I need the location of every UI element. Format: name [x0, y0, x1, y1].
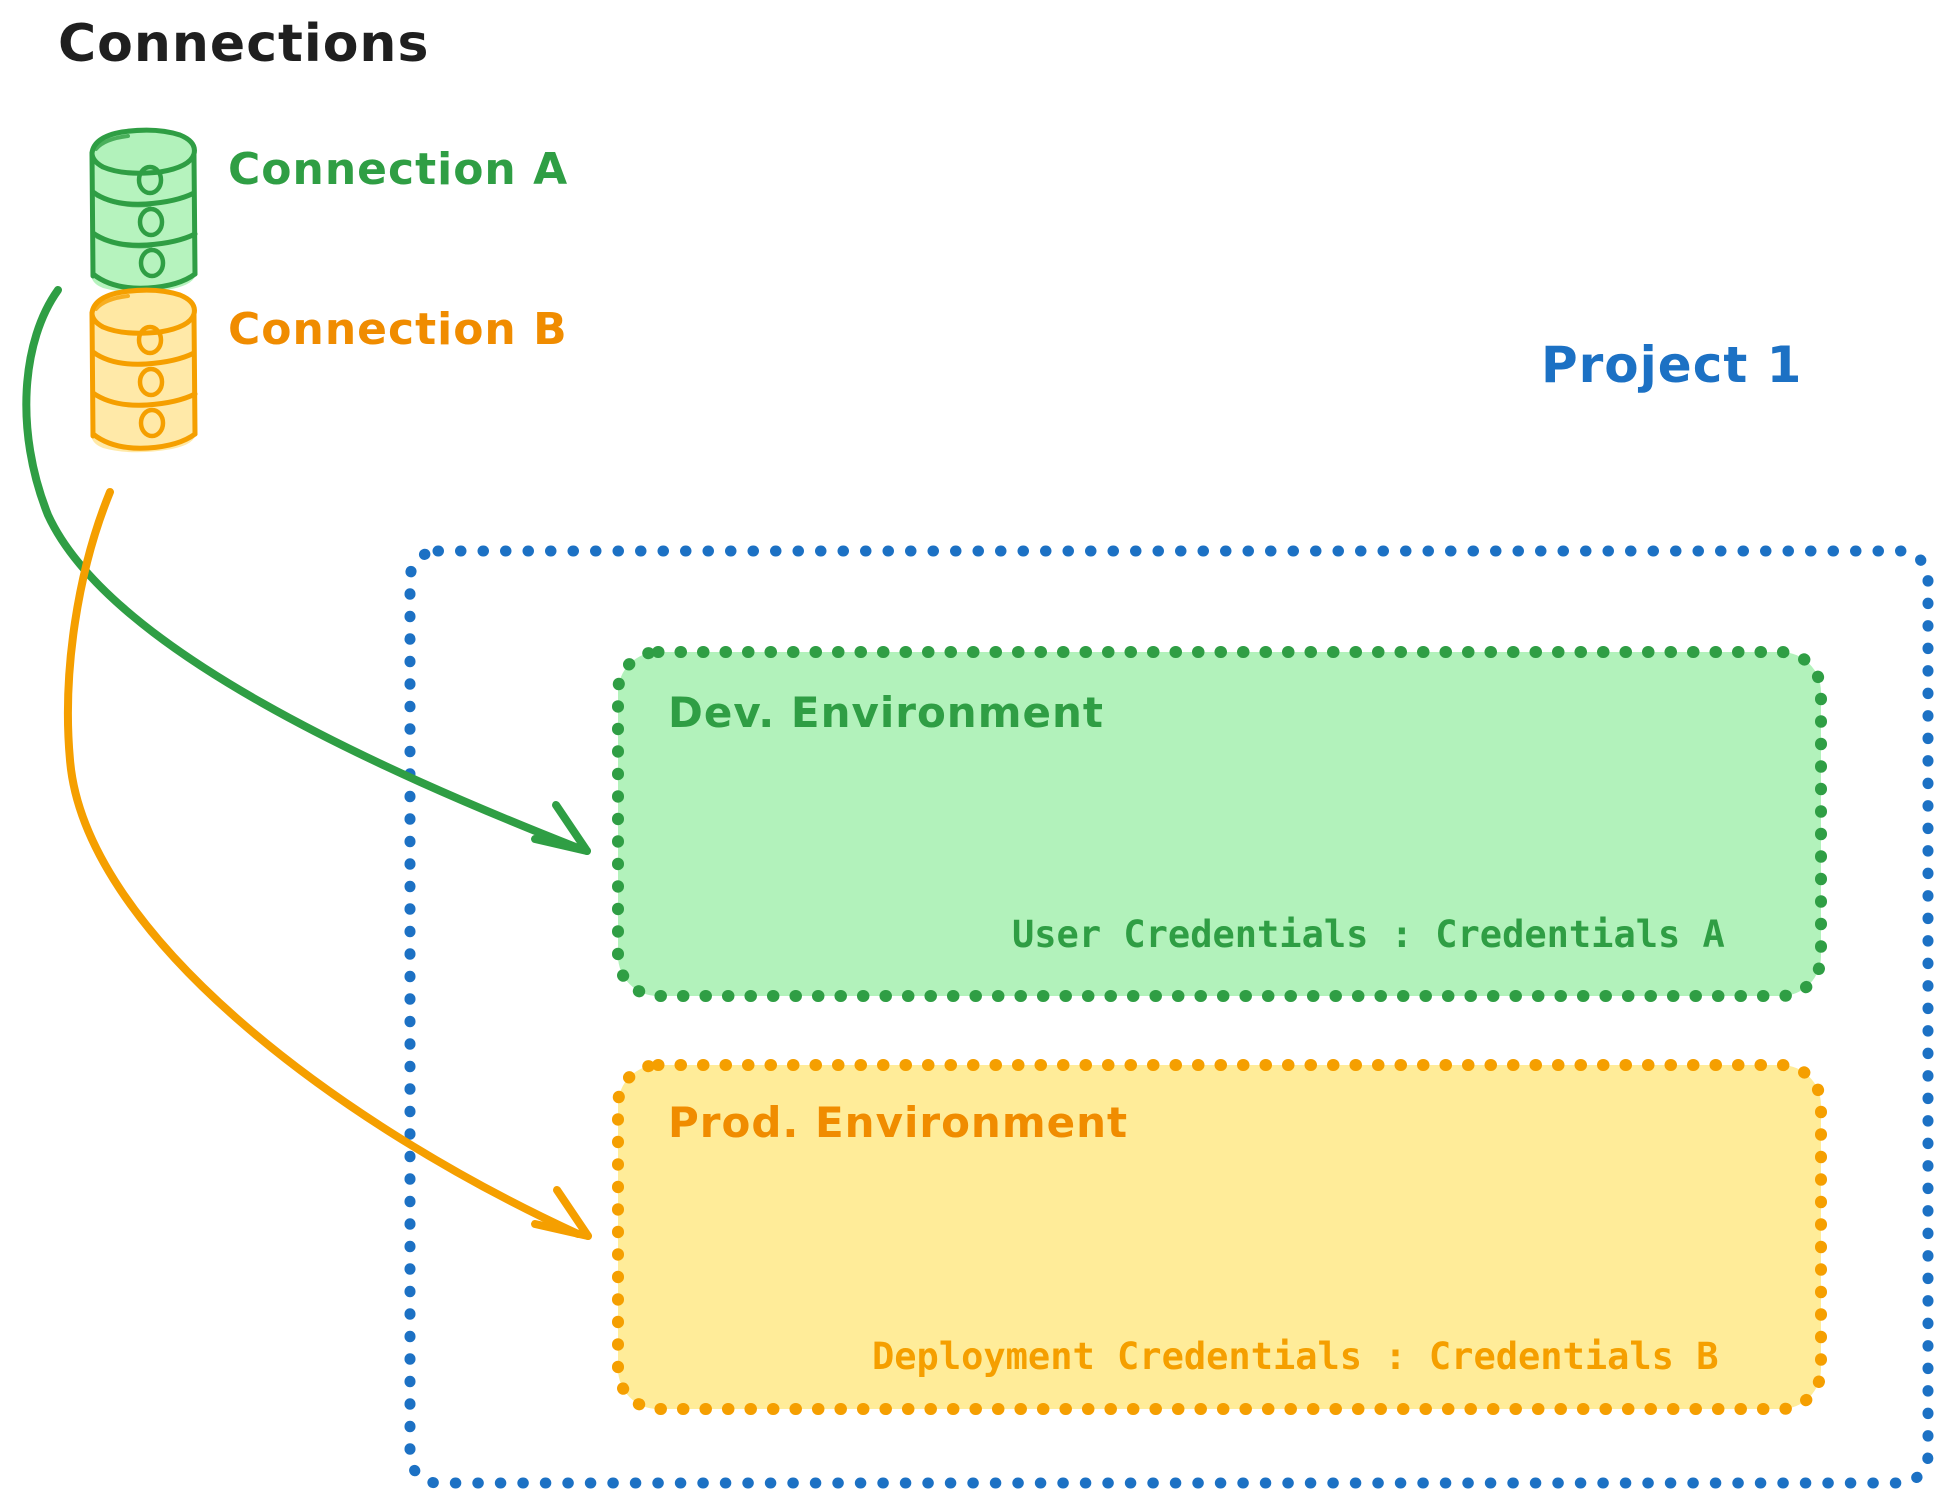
- dev-environment-label: Dev. Environment: [668, 688, 1104, 737]
- arrow-connection-b-to-prod: [63, 488, 592, 1240]
- project-title: Project 1: [1541, 336, 1803, 394]
- dev-environment-box-border: [612, 646, 1827, 1002]
- prod-environment-credentials: Deployment Credentials : Credentials B: [872, 1335, 1719, 1378]
- connection-b-label[interactable]: Connection B: [228, 304, 568, 355]
- database-cylinder-icon-b: [89, 287, 198, 453]
- project-container-border: [404, 545, 1934, 1489]
- database-cylinder-icon-a: [89, 127, 198, 293]
- connection-a-label[interactable]: Connection A: [228, 144, 569, 195]
- prod-environment-box-fill: [618, 1065, 1821, 1409]
- prod-environment-label: Prod. Environment: [668, 1098, 1129, 1147]
- page-title: Connections: [58, 14, 430, 74]
- prod-environment-box-border: [612, 1059, 1827, 1415]
- dev-environment-box-fill: [618, 652, 1821, 996]
- arrow-connection-a-to-dev: [22, 286, 591, 855]
- dev-environment-credentials: User Credentials : Credentials A: [1012, 913, 1725, 956]
